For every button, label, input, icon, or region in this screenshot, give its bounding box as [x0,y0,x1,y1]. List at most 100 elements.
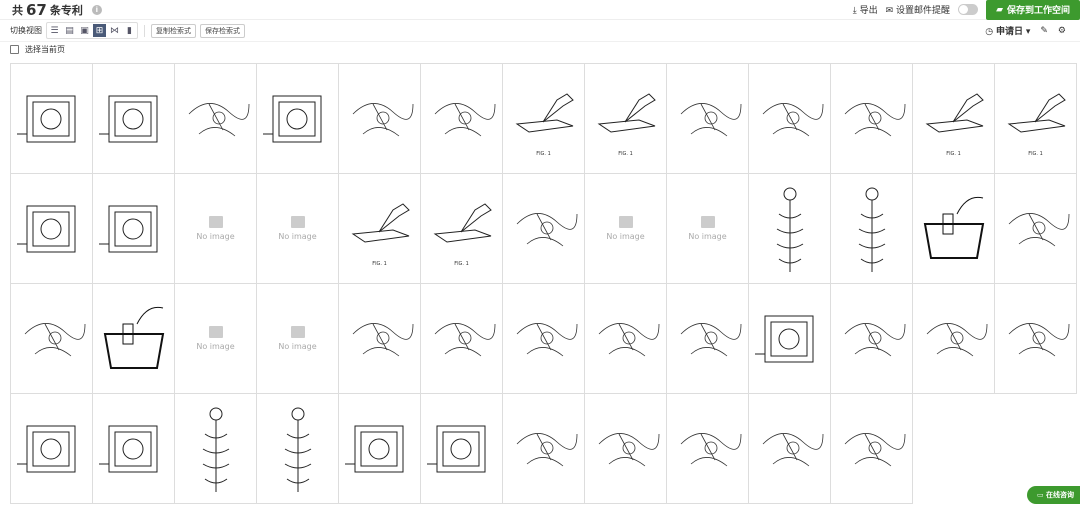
patent-drawing [16,205,75,252]
select-page-checkbox[interactable] [10,44,19,54]
patent-drawing [858,187,885,272]
patent-thumbnail[interactable] [421,284,503,394]
patent-thumbnail[interactable] [995,174,1077,284]
patent-thumbnail[interactable] [257,394,339,504]
patent-drawing [515,92,574,133]
copy-query-button[interactable]: 复制检索式 [151,23,196,38]
patent-drawing [188,102,249,136]
patent-thumbnail[interactable] [339,284,421,394]
patent-thumbnail[interactable] [831,64,913,174]
select-page-row: 选择当前页 [0,42,1080,56]
patent-thumbnail[interactable] [585,394,667,504]
patent-thumbnail[interactable]: FIG. 1 [995,64,1077,174]
patent-thumbnail[interactable] [913,284,995,394]
patent-thumbnail[interactable] [913,174,995,284]
figure-caption: FIG. 1 [618,151,633,157]
patent-thumbnail[interactable] [339,64,421,174]
no-image-placeholder: No image [606,216,645,241]
gear-icon[interactable]: ⚙ [1057,25,1066,36]
patent-thumbnail[interactable]: FIG. 1 [339,174,421,284]
patent-thumbnail[interactable] [175,394,257,504]
email-alert-toggle[interactable] [958,4,979,15]
patent-thumbnail[interactable]: No image [175,174,257,284]
patent-thumbnail[interactable]: FIG. 1 [421,174,503,284]
patent-thumbnail[interactable] [667,64,749,174]
figure-caption: FIG. 1 [372,261,387,267]
patent-drawing [925,92,984,133]
toolbar: 切换视图 ☰ ▤ ▣ ⊞ ⋈ ▮ 复制检索式 保存检索式 ◷ 申请日 ▾ ✎ ⚙ [0,20,1080,42]
patent-thumbnail[interactable]: FIG. 1 [913,64,995,174]
patent-thumbnail[interactable]: No image [257,284,339,394]
patent-thumbnail[interactable] [93,64,175,174]
patent-thumbnail[interactable] [175,64,257,174]
patent-drawing [351,202,410,243]
sort-dropdown[interactable]: ◷ 申请日 ▾ [985,27,1031,37]
patent-thumbnail[interactable] [831,284,913,394]
detail-list-view-icon[interactable]: ▤ [65,25,74,36]
patent-drawing [598,322,659,356]
patent-drawing [98,95,157,142]
patent-drawing [844,432,905,466]
patent-thumbnail[interactable] [11,64,93,174]
image-icon [700,216,715,228]
patent-drawing [352,102,413,136]
patent-drawing [680,322,741,356]
figure-caption: FIG. 1 [454,261,469,267]
patent-drawing [598,432,659,466]
info-icon[interactable]: i [91,4,102,15]
list-view-icon[interactable]: ☰ [50,25,59,36]
patent-thumbnail[interactable] [11,284,93,394]
patent-thumbnail[interactable] [749,394,831,504]
patent-thumbnail[interactable] [93,174,175,284]
patent-thumbnail[interactable]: No image [585,174,667,284]
patent-thumbnail[interactable] [11,394,93,504]
no-image-placeholder: No image [688,216,727,241]
patent-thumbnail[interactable] [749,174,831,284]
patent-thumbnail[interactable] [421,394,503,504]
patent-thumbnail[interactable] [831,174,913,284]
patent-drawing [1008,322,1069,356]
patent-thumbnail[interactable]: FIG. 1 [585,64,667,174]
chart-view-icon[interactable]: ▮ [127,25,132,36]
patent-thumbnail[interactable]: FIG. 1 [503,64,585,174]
compare-view-icon[interactable]: ⋈ [110,25,119,36]
save-query-button[interactable]: 保存检索式 [200,23,245,38]
no-image-placeholder: No image [278,216,317,241]
patent-drawing [98,205,157,252]
patent-thumbnail[interactable]: No image [667,174,749,284]
patent-thumbnail[interactable]: No image [257,174,339,284]
patent-thumbnail[interactable] [749,284,831,394]
patent-thumbnail[interactable] [995,284,1077,394]
online-chat-button[interactable]: ▭ 在线咨询 [1026,486,1080,504]
patent-thumbnail[interactable] [749,64,831,174]
patent-drawing [516,322,577,356]
save-workspace-button[interactable]: ▰保存到工作空间 [986,0,1080,20]
patent-thumbnail[interactable] [831,394,913,504]
image-icon [290,216,305,228]
folder-icon: ▰ [996,4,1003,15]
patent-thumbnail[interactable] [257,64,339,174]
patent-thumbnail[interactable] [93,394,175,504]
patent-drawing [597,92,656,133]
patent-thumbnail[interactable] [93,284,175,394]
image-icon [618,216,633,228]
patent-thumbnail[interactable] [421,64,503,174]
patent-thumbnail[interactable] [503,394,585,504]
grid-view-icon[interactable]: ⊞ [93,24,106,37]
patent-drawing [16,95,75,142]
patent-thumbnail[interactable] [585,284,667,394]
image-view-icon[interactable]: ▣ [80,25,89,36]
highlight-icon[interactable]: ✎ [1040,25,1048,36]
patent-thumbnail[interactable] [503,174,585,284]
patent-thumbnail[interactable] [503,284,585,394]
patent-drawing [202,407,229,492]
patent-drawing [16,425,75,472]
patent-thumbnail[interactable] [11,174,93,284]
patent-thumbnail[interactable] [667,284,749,394]
patent-thumbnail[interactable] [339,394,421,504]
patent-thumbnail[interactable]: No image [175,284,257,394]
patent-drawing [776,187,803,272]
patent-thumbnail[interactable] [667,394,749,504]
export-button[interactable]: ⤓ 导出 [852,6,878,16]
